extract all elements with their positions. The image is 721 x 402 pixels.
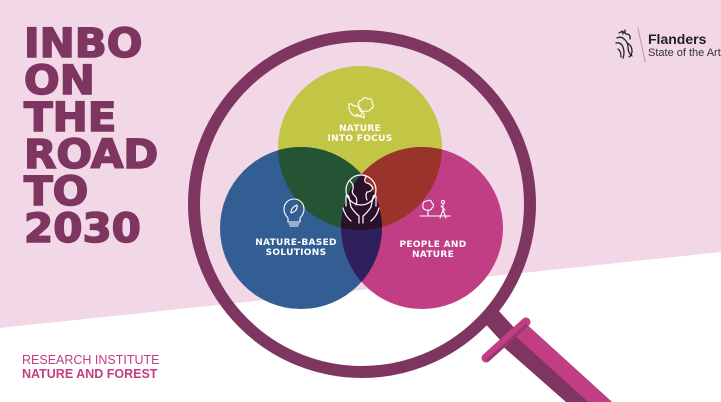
magnifier-ring xyxy=(188,30,536,378)
magnifier-handle xyxy=(480,306,612,402)
title-line: 2030 xyxy=(23,206,142,252)
institute-line-2: NATURE AND FOREST xyxy=(22,367,158,381)
title-line: ROAD xyxy=(23,132,159,178)
hands-holding-globe-icon xyxy=(342,174,380,224)
brand-divider xyxy=(637,27,646,63)
label-nature-based-solutions: NATURE-BASED SOLUTIONS xyxy=(255,238,337,258)
title-line: THE xyxy=(23,95,117,141)
flemish-lion-icon xyxy=(615,29,633,59)
label-people-and-nature: PEOPLE AND NATURE xyxy=(399,240,467,260)
label-nature-into-focus: NATURE INTO FOCUS xyxy=(327,124,393,144)
title-line: INBO xyxy=(23,21,143,67)
flanders-logo: Flanders State of the Art xyxy=(613,27,721,63)
lightbulb-leaf-icon xyxy=(283,198,305,227)
institute-line-1: RESEARCH INSTITUTE xyxy=(22,353,160,367)
title-line: TO xyxy=(23,169,89,215)
page-title: INBO ON THE ROAD TO 2030 xyxy=(23,23,159,250)
title-line: ON xyxy=(23,58,96,104)
institute-name: RESEARCH INSTITUTE NATURE AND FOREST xyxy=(22,353,160,381)
bird-tree-icon xyxy=(348,97,374,119)
brand-name: Flanders xyxy=(648,30,707,47)
person-walking-tree-icon xyxy=(419,199,451,219)
brand-tagline: State of the Art xyxy=(648,46,721,59)
